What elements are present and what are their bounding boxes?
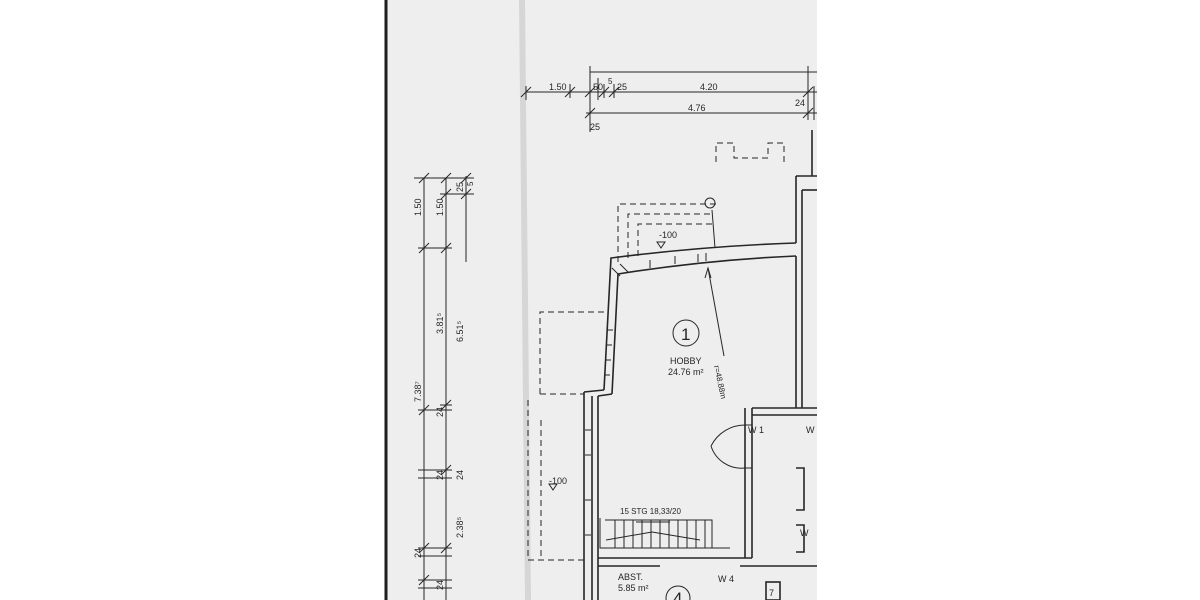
building-walls: [583, 130, 817, 600]
left-dim-13: 24: [435, 580, 445, 590]
window-label-w4: W 4: [718, 574, 734, 584]
radius-pointer: [704, 266, 725, 357]
level-marker-top-icon: [656, 241, 666, 249]
top-dim-5: 4.20: [700, 82, 718, 92]
top-dimension-lines: [520, 66, 817, 132]
window-label-w1: W 1: [748, 425, 764, 435]
room-number-circle-hobby: [672, 319, 700, 347]
staircase: [599, 518, 730, 549]
room-number-hobby: 1: [681, 325, 690, 344]
top-dim-3: 5: [608, 77, 613, 86]
room-area-abst: 5.85 m²: [618, 583, 649, 593]
level-label-left: -100: [549, 476, 567, 486]
room-number-abst: 4: [673, 589, 682, 600]
left-dim-5: 3.81⁵: [435, 312, 445, 334]
top-dim-4: 25: [617, 82, 627, 92]
top-dim-1: 1.50: [549, 82, 567, 92]
left-dim-9: 24: [435, 470, 445, 480]
left-dim-7: 7.38⁷: [413, 381, 423, 402]
left-dimension-lines: [414, 172, 474, 600]
room-number-circle-abst: [665, 585, 691, 600]
left-dim-11: 2.38⁵: [455, 516, 465, 538]
left-dim-10: 24: [455, 470, 465, 480]
left-dim-1: 1.50: [413, 198, 423, 216]
level-marker-left-icon: [548, 483, 558, 491]
left-dim-4: 5: [466, 181, 475, 186]
stairs-label: 15 STG 18,33/20: [620, 507, 681, 516]
door-number-seven: 7: [769, 588, 774, 598]
room-name-hobby: HOBBY: [670, 356, 702, 366]
level-label-top: -100: [659, 230, 677, 240]
door-swing: [710, 424, 752, 469]
top-dim-7: 24: [795, 98, 805, 108]
left-dim-3: 25: [455, 182, 465, 192]
left-dim-12: 24: [413, 548, 423, 558]
room-name-abst: ABST.: [618, 572, 643, 582]
top-dim-2: 50: [593, 82, 603, 92]
window-label-w-right: W: [800, 528, 809, 538]
downpipe: [704, 197, 716, 249]
left-dim-8: 24: [435, 407, 445, 417]
top-dim-6: 4.76: [688, 103, 706, 113]
window-label-w-partial: W: [806, 425, 815, 435]
dashed-outlines: [527, 142, 785, 561]
left-dim-6: 6.51⁵: [455, 320, 465, 342]
room-area-hobby: 24.76 m²: [668, 367, 704, 377]
page-fold: [519, 0, 531, 600]
top-dim-8: 25: [590, 122, 600, 132]
left-dim-2: 1.50: [435, 198, 445, 216]
window-hatching: [585, 253, 707, 536]
